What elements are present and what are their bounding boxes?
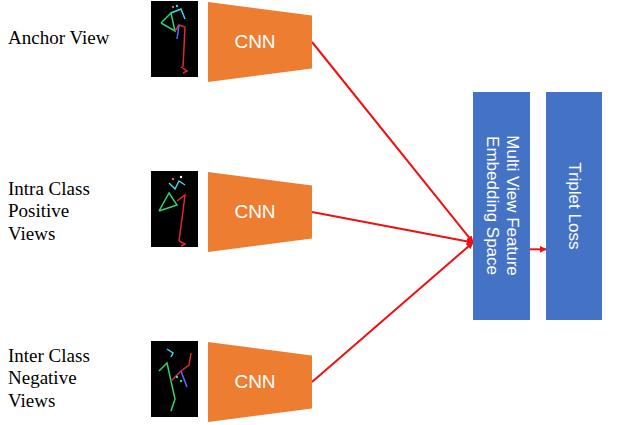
cnn-trapezoid: CNN	[208, 2, 312, 82]
cnn-trapezoid: CNN	[208, 342, 312, 422]
box-label: Multi View Feature Embedding Space	[482, 99, 521, 313]
cnn-trapezoid: CNN	[208, 172, 312, 252]
arrow-connector	[312, 212, 473, 242]
skeleton-image	[151, 341, 198, 417]
arrow-connector	[312, 242, 473, 382]
view-label: Inter Class Negative Views	[8, 345, 112, 412]
arrow-connector	[312, 42, 473, 242]
embedding-box: Triplet Loss	[546, 92, 602, 320]
skeleton-image	[151, 171, 198, 247]
cnn-label: CNN	[234, 201, 275, 223]
box-label: Triplet Loss	[564, 99, 584, 313]
cnn-label: CNN	[234, 31, 275, 53]
arrow-connector	[530, 248, 546, 250]
view-label-text: Inter Class Negative Views	[8, 345, 112, 412]
view-label-text: Anchor View	[8, 27, 148, 49]
skeleton-image	[151, 1, 198, 77]
view-label: Intra Class Positive Views	[8, 178, 112, 245]
cnn-label: CNN	[234, 371, 275, 393]
embedding-box: Multi View Feature Embedding Space	[473, 92, 530, 320]
view-label-text: Intra Class Positive Views	[8, 178, 112, 245]
view-label: Anchor View	[8, 27, 148, 49]
